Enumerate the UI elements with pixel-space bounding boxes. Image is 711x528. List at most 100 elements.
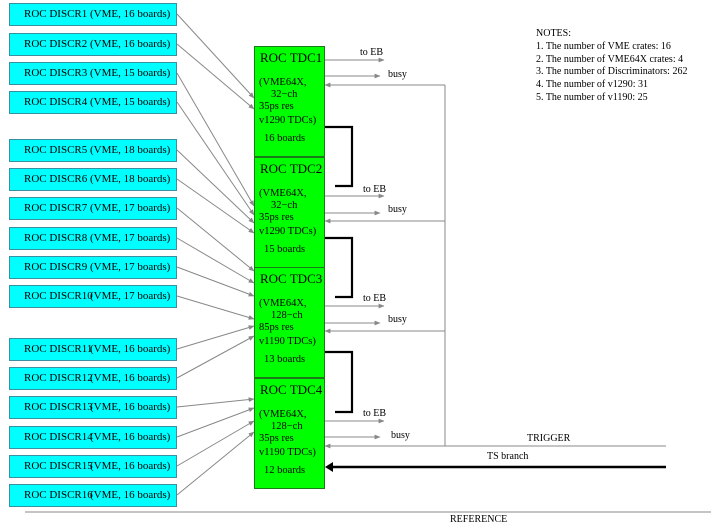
discriminator-boards: (VME, 17 boards) [90, 261, 171, 273]
tdc-title: ROC TDC4 [260, 382, 323, 397]
discriminator-name: ROC DISCR2 [24, 38, 88, 50]
ts-branch-label: TS branch [487, 451, 529, 462]
discriminator-boards: (VME, 16 boards) [90, 460, 171, 472]
discriminator-boards: (VME, 15 boards) [90, 96, 171, 108]
disc-to-tdc-line [176, 431, 255, 496]
discriminator-name: ROC DISCR9 [24, 261, 88, 273]
discriminator-name: ROC DISCR1 [24, 8, 88, 20]
discriminator-name: ROC DISCR11 [24, 343, 93, 355]
discriminator-name: ROC DISCR15 [24, 460, 93, 472]
discriminator-boards: (VME, 15 boards) [90, 67, 171, 79]
disc-to-tdc-line [176, 420, 255, 467]
busy-label-3: busy [388, 314, 407, 325]
busy-label-2: busy [388, 204, 407, 215]
tdc-desc-line: (VME64X, [259, 77, 307, 88]
tdc-desc-line: (VME64X, [259, 298, 307, 309]
notes-panel: NOTES: 1. The number of VME crates: 16 2… [536, 28, 687, 105]
tdc-desc-line: v1190 TDCs) [259, 336, 316, 347]
busy-label-4: busy [391, 430, 410, 441]
tdc-desc-line: v1290 TDCs) [259, 226, 317, 237]
disc-to-tdc-line [176, 266, 255, 297]
tdc-title: ROC TDC1 [260, 50, 323, 65]
discriminator-box: ROC DISCR11(VME, 16 boards) [9, 338, 177, 361]
discriminator-boards: (VME, 16 boards) [90, 431, 171, 443]
discriminator-box: ROC DISCR2(VME, 16 boards) [9, 33, 177, 56]
discriminator-box: ROC DISCR4(VME, 15 boards) [9, 91, 177, 114]
disc-to-tdc-line [176, 397, 255, 408]
discriminator-name: ROC DISCR10 [24, 290, 93, 302]
discriminator-boards: (VME, 16 boards) [90, 8, 171, 20]
disc-to-tdc-line [176, 43, 255, 110]
tdc-desc-line: v1290 TDCs) [259, 115, 317, 126]
discriminator-boards: (VME, 18 boards) [90, 173, 171, 185]
discriminator-boards: (VME, 17 boards) [90, 202, 171, 214]
discriminator-boards: (VME, 17 boards) [90, 232, 171, 244]
tdc-desc-line: (VME64X, [259, 409, 307, 420]
daisy-chain-1-2 [325, 125, 354, 188]
disc-to-tdc-line [176, 101, 255, 216]
note-item: 2. The number of VME64X crates: 4 [536, 53, 684, 65]
tdc-desc-line: 35ps res [259, 433, 294, 444]
tdc-desc-line: 128−ch [271, 310, 303, 321]
discriminator-name: ROC DISCR5 [24, 144, 88, 156]
tdc-boards: 16 boards [264, 133, 306, 144]
discriminator-name: ROC DISCR3 [24, 67, 88, 79]
discriminator-boards: (VME, 16 boards) [90, 38, 171, 50]
discriminator-boards: (VME, 16 boards) [90, 343, 171, 355]
notes-header: NOTES: [536, 28, 571, 39]
disc-to-tdc-line [176, 149, 255, 224]
note-item: 3. The number of Discriminators: 262 [536, 66, 688, 78]
tdc-desc-line: 32−ch [271, 89, 298, 100]
note-item: 1. The number of VME crates: 16 [536, 40, 671, 52]
disc-to-tdc-line [176, 72, 255, 207]
disc-to-tdc-line [176, 295, 255, 320]
discriminator-box: ROC DISCR13(VME, 16 boards) [9, 396, 177, 419]
discriminator-name: ROC DISCR4 [24, 96, 88, 108]
discriminator-boards: (VME, 16 boards) [90, 489, 171, 501]
disc-to-tdc-line [176, 13, 255, 99]
tdc-desc-line: v1190 TDCs) [259, 447, 316, 458]
discriminator-boards: (VME, 16 boards) [90, 401, 171, 413]
discriminator-name: ROC DISCR12 [24, 372, 93, 384]
daisy-chain-2-3 [325, 236, 354, 299]
tdc-desc-line: 35ps res [259, 101, 294, 112]
reference-label: REFERENCE [450, 514, 508, 525]
discriminator-name: ROC DISCR16 [24, 489, 93, 501]
discriminator-box: ROC DISCR16(VME, 16 boards) [9, 484, 177, 507]
tdc-boards: 15 boards [264, 244, 306, 255]
discriminator-name: ROC DISCR7 [24, 202, 88, 214]
discriminator-name: ROC DISCR6 [24, 173, 88, 185]
tdc-title: ROC TDC3 [260, 271, 323, 286]
discriminator-name: ROC DISCR14 [24, 431, 93, 443]
discriminator-name: ROC DISCR8 [24, 232, 88, 244]
discriminator-boards: (VME, 18 boards) [90, 144, 171, 156]
discriminator-boards: (VME, 16 boards) [90, 372, 171, 384]
disc-to-tdc-line [176, 237, 255, 284]
note-item: 4. The number of v1290: 31 [536, 79, 649, 91]
discriminator-box: ROC DISCR5(VME, 18 boards) [9, 139, 177, 162]
discriminator-box: ROC DISCR3(VME, 15 boards) [9, 62, 177, 85]
tdc-boards: 12 boards [264, 465, 306, 476]
discriminator-name: ROC DISCR13 [24, 401, 93, 413]
discriminator-boards: (VME, 17 boards) [90, 290, 171, 302]
busy-label-1: busy [388, 69, 407, 80]
discriminator-box: ROC DISCR14(VME, 16 boards) [9, 426, 177, 449]
disc-to-tdc-line [176, 207, 255, 272]
tdc-boards: 13 boards [264, 354, 306, 365]
discriminator-box: ROC DISCR12(VME, 16 boards) [9, 367, 177, 390]
tdc-desc-line: 128−ch [271, 421, 303, 432]
disc-to-tdc-line [176, 407, 255, 438]
discriminator-box: ROC DISCR9(VME, 17 boards) [9, 256, 177, 279]
discriminator-box: ROC DISCR8(VME, 17 boards) [9, 227, 177, 250]
tdc-desc-line: 35ps res [259, 212, 294, 223]
discriminator-box: ROC DISCR7(VME, 17 boards) [9, 197, 177, 220]
to-eb-label-3: to EB [363, 293, 387, 304]
to-eb-label-4: to EB [363, 408, 387, 419]
disc-to-tdc-line [176, 325, 255, 350]
tdc-desc-line: (VME64X, [259, 188, 307, 199]
note-item: 5. The number of v1190: 25 [536, 91, 648, 103]
